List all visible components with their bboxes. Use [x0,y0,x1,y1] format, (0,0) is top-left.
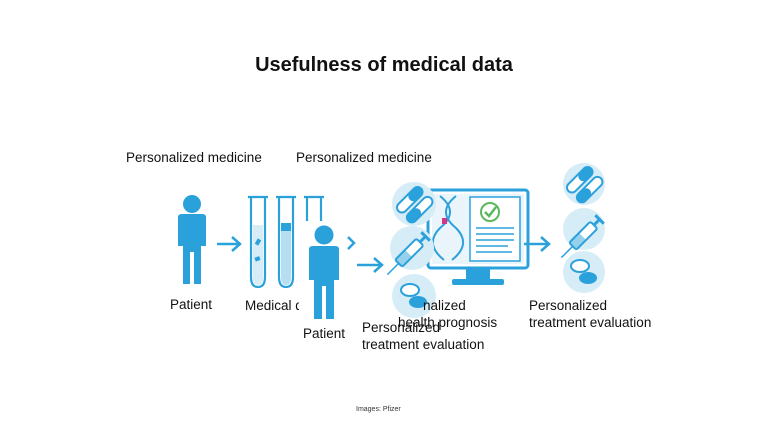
header-personalized-medicine-right: Personalized medicine [296,150,432,165]
label-treatment-evaluation-a-line2: treatment evaluation [362,337,485,352]
pills-icon [563,163,605,293]
label-patient-2: Patient [303,326,346,341]
header-personalized-medicine-left: Personalized medicine [126,150,262,165]
arrow-icon [217,236,242,252]
label-treatment-evaluation-a-line1: Personalized [362,320,441,335]
test-tubes-icon [248,195,324,289]
syringe-icon [386,226,434,276]
dna-icon [432,195,464,261]
label-health-prognosis-line1: nalized [423,298,466,313]
arrow-icon [524,236,551,252]
syringe-icon [560,208,605,259]
person-icon [178,195,206,284]
arrow-icon [347,236,356,250]
label-health-prognosis-line2: health prognosis [398,315,498,330]
pills-icon [392,182,436,318]
slide-title: Usefulness of medical data [255,54,513,76]
label-medical-data: Medical d [245,298,303,313]
person-icon [299,221,349,325]
label-treatment-evaluation-b-line2: treatment evaluation [529,315,652,330]
monitor-icon [426,188,530,285]
image-credit: Images: Pfizer [356,406,401,413]
label-patient-1: Patient [170,297,213,312]
arrow-icon [357,257,384,273]
label-treatment-evaluation-b-line1: Personalized [529,298,608,313]
